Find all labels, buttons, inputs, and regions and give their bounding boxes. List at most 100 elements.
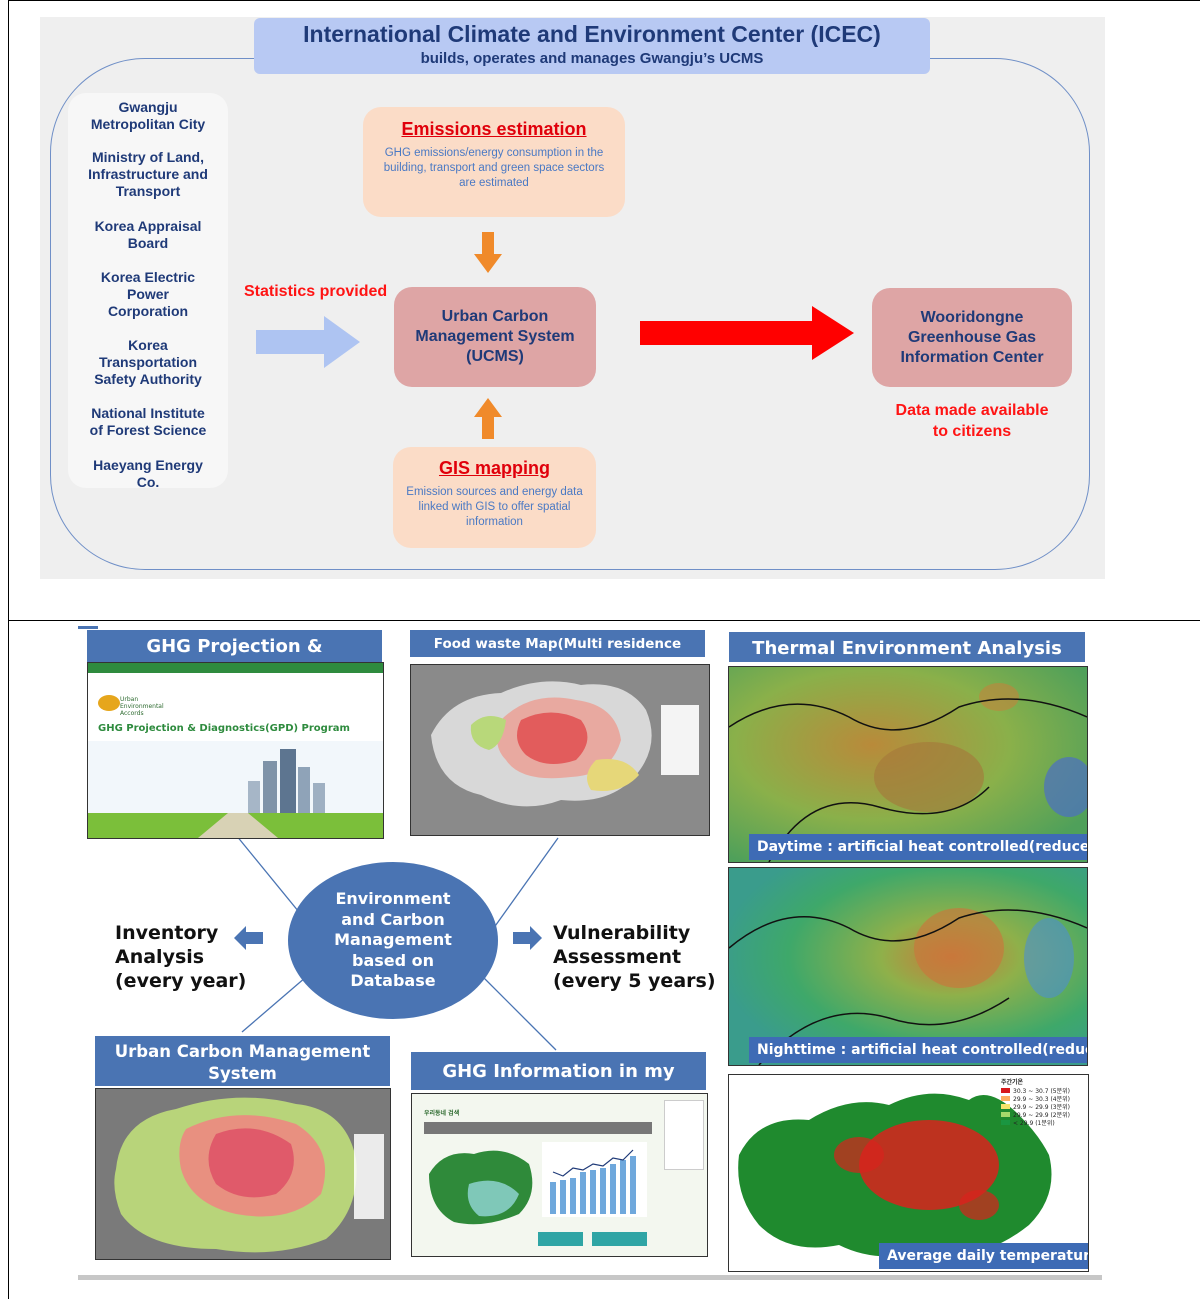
org-line: Korea Electric xyxy=(100,269,196,285)
desc-line: are estimated xyxy=(459,177,529,189)
arrow-right-icon xyxy=(513,926,542,950)
ucms-line: Management System xyxy=(415,328,575,345)
desc-line: linked with GIS to offer spatial xyxy=(418,501,571,513)
ellipse-line: Database xyxy=(350,971,436,991)
org-line: National Institute xyxy=(91,405,205,421)
title-banner: International Climate and Environment Ce… xyxy=(254,18,930,74)
ucms-line: Urban Carbon xyxy=(441,308,549,325)
daytime-caption: Daytime : artificial heat controlled(red… xyxy=(749,834,1087,860)
food-waste-map xyxy=(410,664,710,836)
temp-legend-swatch xyxy=(1001,1119,1010,1125)
org-line: Ministry of Land, xyxy=(92,149,204,165)
org-ministry: Ministry of Land, Infrastructure and Tra… xyxy=(68,149,228,200)
ghg-projection-header: GHG Projection & xyxy=(87,630,382,662)
temp-legend-swatch xyxy=(1001,1095,1010,1101)
ellipse-line: based on xyxy=(351,950,435,970)
arrow-down-orange-icon xyxy=(474,232,502,273)
temp-legend-label: 29.9 ~ 30.3 (4분위) xyxy=(1013,1095,1071,1103)
ghg-info-button[interactable] xyxy=(538,1232,583,1246)
org-line: Metropolitan City xyxy=(90,116,206,132)
frame-left xyxy=(8,0,9,1299)
city-illustration xyxy=(88,741,383,838)
corner-mark xyxy=(78,626,98,629)
ghg-program-screenshot: Urban Environmental Accords GHG Projecti… xyxy=(87,662,384,839)
org-line: Board xyxy=(127,235,169,251)
gis-box: GIS mapping Emission sources and energy … xyxy=(393,447,596,548)
wooridongne-line: Information Center xyxy=(900,348,1044,366)
emissions-title: Emissions estimation xyxy=(401,119,587,139)
org-line: Infrastructure and xyxy=(88,166,208,182)
emissions-box: Emissions estimation GHG emissions/energ… xyxy=(363,107,625,217)
ghg-info-district-map xyxy=(429,1150,533,1225)
arrow-right-red-icon xyxy=(640,306,854,360)
org-line: Co. xyxy=(136,474,160,490)
ucms-map xyxy=(95,1088,391,1260)
vulnerability-line: (every 5 years) xyxy=(553,970,716,992)
temp-legend-row: 30.3 ~ 30.7 (5분위) xyxy=(1001,1086,1086,1095)
nighttime-map: Nighttime : artificial heat controlled(r… xyxy=(728,867,1088,1066)
citizens-line: Data made available xyxy=(895,402,1049,419)
bottom-divider xyxy=(78,1275,1102,1280)
arrow-right-blue-icon xyxy=(256,316,360,368)
org-line: Power xyxy=(126,286,169,302)
ghg-info-search-label: 우리동네 검색 xyxy=(424,1110,460,1117)
org-line: of Forest Science xyxy=(89,422,207,438)
org-line: Korea xyxy=(128,337,168,353)
org-appraisal: Korea Appraisal Board xyxy=(68,218,228,252)
ucms-header-line: Urban Carbon Management xyxy=(114,1042,371,1061)
frame-top xyxy=(8,0,1200,1)
nighttime-caption: Nighttime : artificial heat controlled(r… xyxy=(749,1037,1087,1063)
gis-description: Emission sources and energy data linked … xyxy=(393,485,596,530)
ghg-info-bar-chart xyxy=(542,1142,647,1217)
ucms-map-graphic xyxy=(96,1089,390,1259)
frame-middle xyxy=(8,620,1200,621)
ucms-box: Urban Carbon Management System (UCMS) xyxy=(394,287,596,387)
vulnerability-line: Vulnerability xyxy=(553,922,691,944)
org-list: Gwangju Metropolitan City Ministry of La… xyxy=(68,93,228,491)
diagram-title: International Climate and Environment Ce… xyxy=(303,21,881,47)
temp-legend-label: 29.9 ~ 29.9 (3분위) xyxy=(1013,1103,1071,1111)
emissions-description: GHG emissions/energy consumption in the … xyxy=(363,146,625,191)
thermal-header: Thermal Environment Analysis xyxy=(729,632,1085,662)
ghg-info-screenshot: 우리동네 검색 xyxy=(411,1093,708,1257)
nighttime-heat-graphic xyxy=(729,868,1087,1065)
avg-temp-caption: Average daily temperature xyxy=(879,1243,1088,1269)
temp-legend: 주간기온 30.3 ~ 30.7 (5분위)29.9 ~ 30.3 (4분위)2… xyxy=(1001,1077,1086,1127)
org-line: Korea Appraisal xyxy=(94,218,202,234)
inventory-line: Analysis xyxy=(115,946,205,968)
inventory-line: (every year) xyxy=(115,970,247,992)
ghg-info-search-bar xyxy=(424,1122,652,1134)
inventory-line: Inventory xyxy=(115,922,219,944)
org-kepco: Korea Electric Power Corporation xyxy=(68,269,228,320)
wooridongne-line: Wooridongne xyxy=(920,308,1024,326)
vulnerability-label: Vulnerability Assessment (every 5 years) xyxy=(553,921,716,993)
temp-legend-row: 29.9 ~ 29.9 (3분위) xyxy=(1001,1102,1086,1111)
temp-legend-swatch xyxy=(1001,1087,1010,1093)
org-line: Corporation xyxy=(107,303,189,319)
desc-line: GHG emissions/energy consumption in the xyxy=(384,147,604,159)
temp-legend-label: 30.3 ~ 30.7 (5분위) xyxy=(1013,1087,1071,1095)
org-haeyang: Haeyang Energy Co. xyxy=(68,457,228,491)
diagram-subtitle: builds, operates and manages Gwangju’s U… xyxy=(420,50,764,67)
org-transport-safety: Korea Transportation Safety Authority xyxy=(68,337,228,388)
temp-legend-swatch xyxy=(1001,1103,1010,1109)
temp-legend-row: < 29.9 (1분위) xyxy=(1001,1118,1086,1127)
ghg-info-button[interactable] xyxy=(592,1232,647,1246)
inventory-label: Inventory Analysis (every year) xyxy=(115,921,246,993)
arrow-left-icon xyxy=(234,926,263,950)
ellipse-line: and Carbon xyxy=(341,909,445,929)
desc-line: information xyxy=(466,516,523,528)
org-line: Transportation xyxy=(98,354,197,370)
program-title: GHG Projection & Diagnostics(GPD) Progra… xyxy=(98,723,350,734)
org-line: Haeyang Energy xyxy=(93,457,203,473)
ghg-info-header: GHG Information in my xyxy=(411,1052,706,1090)
ucms-header-line: System xyxy=(208,1064,277,1083)
temp-legend-row: 29.9 ~ 30.3 (4분위) xyxy=(1001,1094,1086,1103)
program-nav-bar xyxy=(88,663,383,673)
temp-legend-label: < 29.9 (1분위) xyxy=(1013,1119,1055,1127)
ellipse-line: Environment xyxy=(335,889,451,909)
desc-line: Emission sources and energy data xyxy=(406,486,583,498)
avg-temp-map: 주간기온 30.3 ~ 30.7 (5분위)29.9 ~ 30.3 (4분위)2… xyxy=(728,1074,1089,1272)
desc-line: building, transport and green space sect… xyxy=(383,162,605,174)
ellipse-line: Management xyxy=(334,930,452,950)
